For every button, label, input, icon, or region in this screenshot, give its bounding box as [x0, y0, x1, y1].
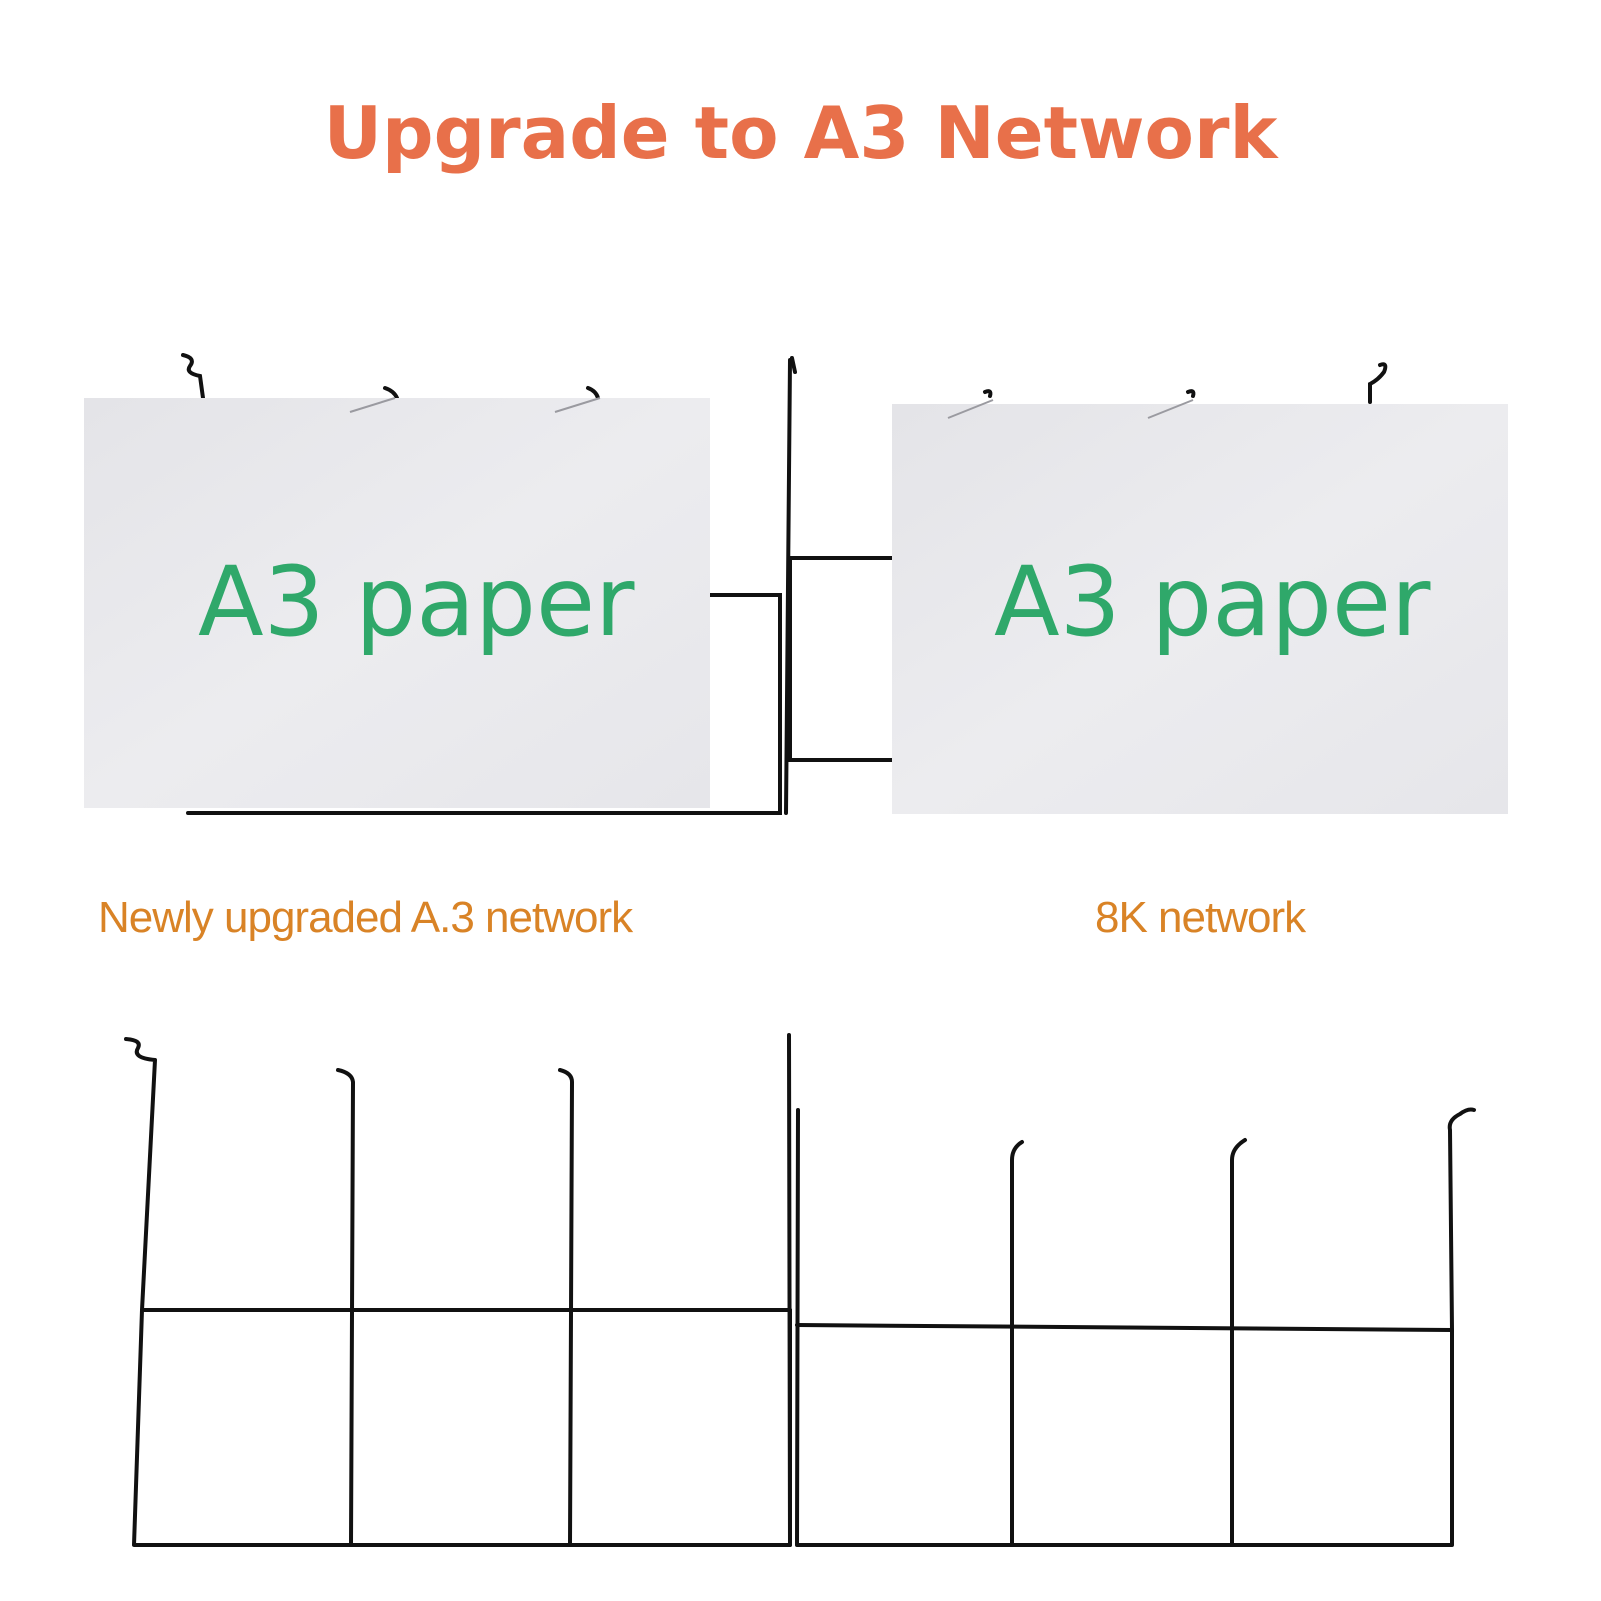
title: Upgrade to A3 Network	[323, 91, 1278, 175]
paper-label-right: A3 paper	[994, 546, 1431, 658]
caption-8k-network: 8K network	[1095, 893, 1306, 942]
paper-left	[84, 398, 710, 808]
paper-label-left: A3 paper	[198, 546, 635, 658]
paper-right	[892, 404, 1508, 814]
caption-a3-network: Newly upgraded A.3 network	[98, 893, 633, 942]
paper-clip-marks-right	[947, 399, 1194, 419]
8k-rack-with-paper	[788, 362, 1388, 762]
paper-clip-marks-left	[349, 397, 601, 413]
a3-rack-bare	[124, 1033, 792, 1547]
8k-rack-bare	[795, 1107, 1476, 1547]
